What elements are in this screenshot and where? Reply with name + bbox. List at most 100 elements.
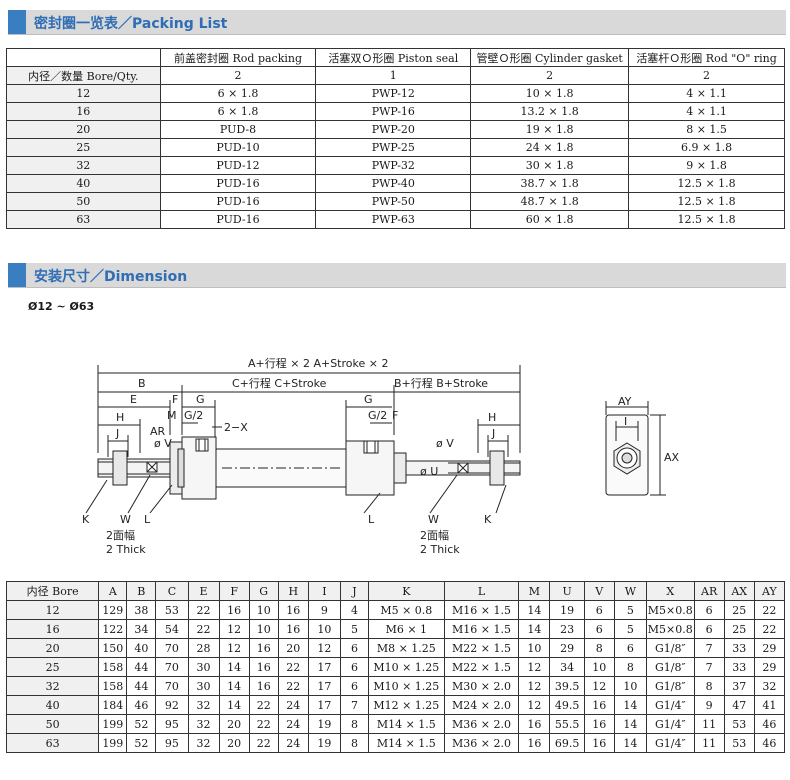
- table-cell: 5: [613, 600, 647, 620]
- table-cell: 50: [6, 192, 161, 211]
- table-cell: M12 × 1.25: [367, 695, 445, 715]
- label-thick-cn-right: 2面幅: [420, 529, 449, 542]
- table-cell: 10: [613, 676, 647, 696]
- table-cell: 32: [187, 695, 220, 715]
- table-cell: PUD-16: [159, 174, 317, 193]
- table-cell: 25: [6, 138, 161, 157]
- table-cell: 22: [248, 714, 279, 734]
- table-cell: 12.5 × 1.8: [628, 174, 785, 193]
- table-cell: G1/4″: [645, 733, 695, 753]
- dim-b: B: [138, 377, 146, 390]
- table-cell: 6: [583, 600, 615, 620]
- dimension-section-header: 安装尺寸／Dimension: [8, 263, 786, 288]
- table-cell: PWP-32: [315, 156, 472, 175]
- header-cell: F: [218, 581, 250, 601]
- table-cell: 17: [307, 676, 341, 696]
- table-cell: 158: [98, 657, 128, 677]
- table-cell: PWP-25: [315, 138, 472, 157]
- table-cell: 20: [6, 120, 161, 139]
- table-cell: PUD-16: [159, 210, 317, 229]
- table-cell: 16: [248, 676, 279, 696]
- table-cell: 22: [187, 600, 220, 620]
- table-cell: 16: [518, 733, 551, 753]
- table-cell: 34: [126, 619, 157, 639]
- table-cell: 5: [339, 619, 369, 639]
- table-cell: PWP-50: [315, 192, 472, 211]
- table-cell: 37: [723, 676, 755, 696]
- table-cell: 12: [518, 695, 551, 715]
- dim-j-right: J: [491, 427, 495, 440]
- dim-g-right: G: [364, 393, 373, 406]
- table-cell: 6: [693, 619, 725, 639]
- table-cell: 20: [5, 638, 100, 658]
- table-cell: 22: [753, 600, 786, 620]
- table-cell: 2: [159, 66, 317, 85]
- table-cell: 53: [723, 733, 755, 753]
- table-cell: M6 × 1: [367, 619, 445, 639]
- header-cell: C: [155, 581, 189, 601]
- table-cell: 12: [518, 676, 551, 696]
- table-cell: 14: [218, 695, 250, 715]
- table-cell: 19 × 1.8: [470, 120, 630, 139]
- table-cell: 16: [248, 657, 279, 677]
- dim-u: ø U: [420, 465, 438, 478]
- header-cell: X: [645, 581, 695, 601]
- table-cell: 16: [218, 600, 250, 620]
- table-cell: 16: [248, 638, 279, 658]
- table-cell: 25: [723, 600, 755, 620]
- table-cell: 7: [693, 638, 725, 658]
- table-cell: 28: [187, 638, 220, 658]
- table-cell: 12: [583, 676, 615, 696]
- table-cell: 53: [723, 714, 755, 734]
- dim-g-left: G: [196, 393, 205, 406]
- table-cell: 32: [187, 714, 220, 734]
- table-cell: M16 × 1.5: [443, 600, 520, 620]
- header-cell: B: [126, 581, 157, 601]
- table-cell: M5 × 0.8: [367, 600, 445, 620]
- header-cell: V: [583, 581, 615, 601]
- label-k-right: K: [484, 513, 492, 526]
- table-cell: 95: [155, 733, 189, 753]
- header-cell: J: [339, 581, 369, 601]
- header-cell: AX: [723, 581, 755, 601]
- header-cell: U: [549, 581, 585, 601]
- table-cell: 38: [126, 600, 157, 620]
- dim-ax: AX: [664, 451, 680, 464]
- table-cell: 70: [155, 676, 189, 696]
- table-cell: 46: [753, 714, 786, 734]
- table-cell: PWP-12: [315, 84, 472, 103]
- table-cell: 199: [98, 733, 128, 753]
- table-cell: PUD-10: [159, 138, 317, 157]
- table-cell: 10: [248, 619, 279, 639]
- table-cell: 17: [307, 657, 341, 677]
- table-cell: 44: [126, 657, 157, 677]
- table-cell: 12: [307, 638, 341, 658]
- table-cell: M36 × 2.0: [443, 714, 520, 734]
- table-cell: 52: [126, 733, 157, 753]
- table-cell: 33: [723, 638, 755, 658]
- label-l-left: L: [144, 513, 151, 526]
- table-cell: 40: [6, 174, 161, 193]
- dim-e: E: [130, 393, 137, 406]
- table-cell: M10 × 1.25: [367, 676, 445, 696]
- table-cell: 8: [583, 638, 615, 658]
- header-cell: L: [443, 581, 520, 601]
- table-cell: 32: [5, 676, 100, 696]
- table-cell: 24: [277, 733, 309, 753]
- table-cell: 14: [518, 600, 551, 620]
- dim-h-right: H: [488, 411, 496, 424]
- table-cell: 6: [693, 600, 725, 620]
- table-cell: G1/8″: [645, 676, 695, 696]
- table-cell: 158: [98, 676, 128, 696]
- dim-ar: AR: [150, 425, 166, 438]
- table-cell: 41: [753, 695, 786, 715]
- header-cell: E: [187, 581, 220, 601]
- table-cell: 14: [613, 733, 647, 753]
- table-cell: 1: [315, 66, 472, 85]
- table-cell: 20: [277, 638, 309, 658]
